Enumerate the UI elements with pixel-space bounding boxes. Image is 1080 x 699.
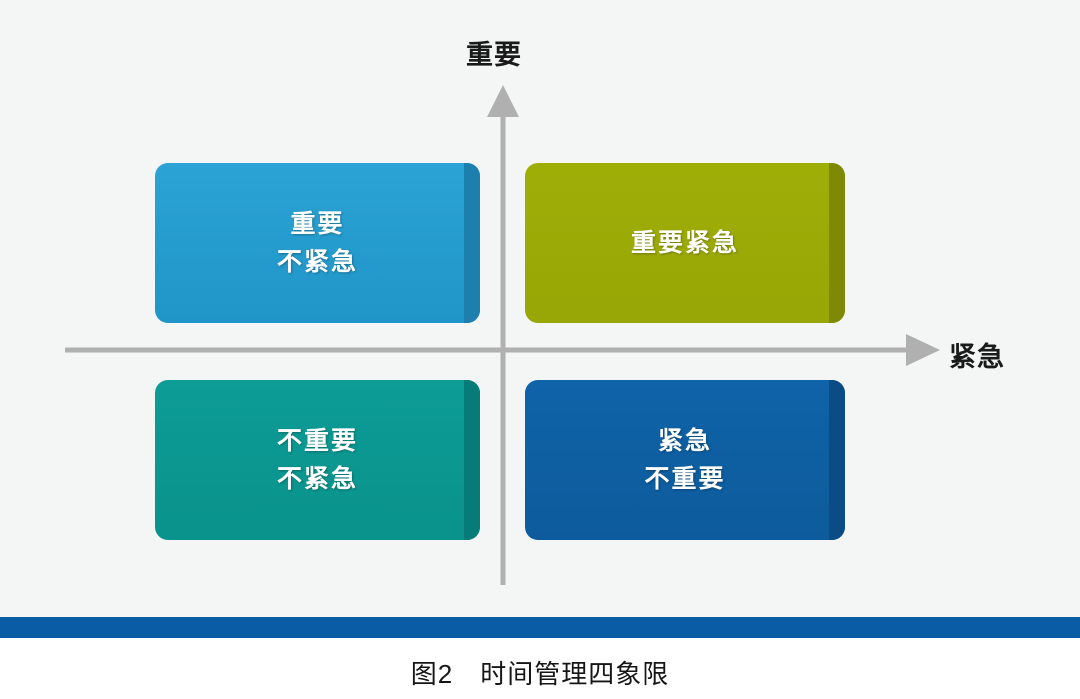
quadrant-label-line-2: 不重要	[644, 465, 726, 493]
quadrant-shadow-edge	[464, 380, 480, 540]
quadrant-label-line-2: 不紧急	[276, 465, 358, 493]
quadrant-label-line-2: 不紧急	[276, 248, 358, 276]
quadrant-label: 重要紧急	[631, 224, 739, 262]
quadrant-not-important-not-urgent[interactable]: 不重要 不紧急	[155, 380, 480, 540]
quadrant-label-line-1: 重要紧急	[630, 229, 739, 257]
quadrant-shadow-edge	[464, 163, 480, 323]
quadrant-shadow-edge	[829, 163, 845, 323]
axes-group	[65, 85, 940, 585]
quadrant-important-urgent[interactable]: 重要紧急	[525, 163, 845, 323]
quadrant-shadow-edge	[829, 380, 845, 540]
arrow-up-icon	[487, 85, 519, 117]
bottom-rule	[0, 617, 1080, 638]
quadrant-label: 紧急 不重要	[644, 422, 725, 498]
quadrant-label-line-1: 重要	[290, 210, 345, 238]
caption-area: 图2 时间管理四象限	[0, 638, 1080, 699]
diagram-canvas: 重要 紧急 重要 不紧急 重要紧急 不重要 不紧急 紧急	[0, 0, 1080, 617]
quadrant-label: 不重要 不紧急	[277, 422, 358, 498]
x-axis-label: 紧急	[949, 342, 1005, 372]
arrow-right-icon	[906, 334, 940, 366]
y-axis-label: 重要	[466, 40, 522, 70]
quadrant-label-line-1: 紧急	[657, 427, 712, 455]
figure-caption: 图2 时间管理四象限	[410, 659, 670, 689]
quadrant-urgent-not-important[interactable]: 紧急 不重要	[525, 380, 845, 540]
quadrant-label: 重要 不紧急	[277, 205, 358, 281]
quadrant-important-not-urgent[interactable]: 重要 不紧急	[155, 163, 480, 323]
quadrant-label-line-1: 不重要	[276, 427, 358, 455]
